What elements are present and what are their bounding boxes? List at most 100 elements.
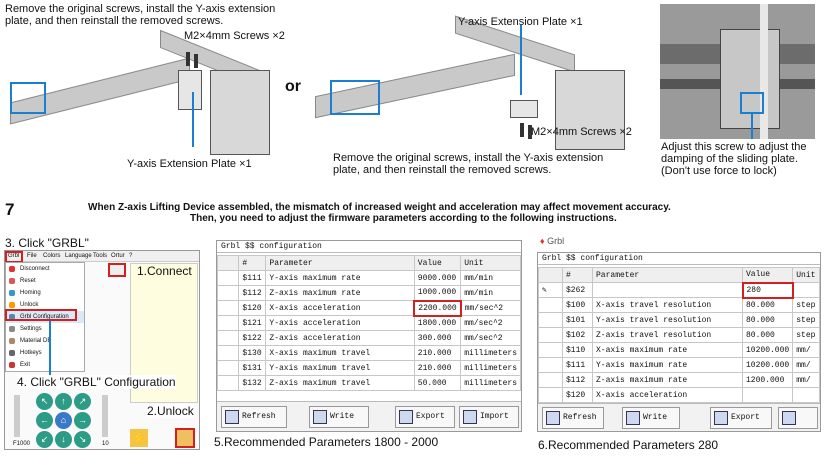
col-header-value: Value [413, 255, 462, 271]
highlight-box [330, 80, 380, 115]
button-bar-1: Refresh Write Export Import [217, 401, 521, 431]
leader-line [192, 92, 194, 147]
top-left-drawing [10, 29, 275, 155]
jog-up-left-button[interactable]: ↖ [36, 393, 53, 410]
menu-item-settings[interactable]: Settings [6, 323, 84, 335]
table-header: # Parameter Value Unit [538, 267, 820, 283]
menu-item-exit[interactable]: Exit [6, 359, 84, 371]
speed-slider[interactable] [14, 395, 20, 437]
leader-line [49, 321, 51, 381]
top-left-screw-label: M2×4mm Screws ×2 [184, 30, 285, 42]
menu-item-hotkeys[interactable]: Hotkeys [6, 347, 84, 359]
jog-down-right-button[interactable]: ↘ [74, 431, 91, 448]
export-icon [714, 411, 728, 425]
menu-grbl[interactable]: Grbl [8, 253, 20, 259]
x-acceleration-value-cell[interactable]: 2200.000 [413, 299, 462, 317]
leader-line [520, 25, 522, 95]
import-button[interactable] [778, 407, 818, 429]
section-line-2: Then, you need to adjust the firmware pa… [190, 213, 617, 224]
menu-ortur[interactable]: Ortur [111, 253, 125, 259]
menu-file[interactable]: File [27, 253, 37, 259]
screw [528, 125, 532, 139]
262-value-cell[interactable]: 280 [741, 281, 794, 299]
section-line-1: When Z-axis Lifting Device assembled, th… [88, 202, 671, 213]
step4-label: 4. Click "GRBL" Configuration [17, 375, 176, 389]
menu-language[interactable]: Language [65, 253, 92, 259]
menu-item-material-db[interactable]: Material DB [6, 335, 84, 347]
speed-label: F1000 [13, 441, 31, 447]
top-middle-instruction: Remove the original screws, install the … [333, 152, 604, 176]
col-header-unit: Unit [792, 267, 820, 283]
step-slider[interactable] [102, 395, 108, 437]
top-middle-screw-label: M2×4mm Screws ×2 [531, 126, 632, 138]
step6-label: 6.Recommended Parameters 280 [538, 438, 719, 452]
jog-panel: ↖ ↑ ↗ ← ⌂ → ↙ ↓ ↘ F1000 10 [10, 391, 125, 449]
col-header-parameter: Parameter [592, 267, 743, 283]
refresh-button[interactable]: Refresh [542, 407, 604, 429]
jog-down-button[interactable]: ↓ [55, 431, 72, 448]
write-button[interactable]: Write [309, 406, 369, 428]
menu-help[interactable]: ? [129, 253, 133, 259]
col-header-value: Value [741, 267, 794, 283]
leader-line [751, 114, 753, 139]
jog-left-button[interactable]: ← [36, 412, 53, 429]
col-header-number: # [238, 255, 267, 271]
menu-item-homing[interactable]: Homing [6, 287, 84, 299]
jog-down-left-button[interactable]: ↙ [36, 431, 53, 448]
extension-plate [510, 100, 538, 118]
unlock-button[interactable] [175, 428, 195, 448]
menu-tools[interactable]: Tools [93, 253, 108, 259]
import-button[interactable]: Import [459, 406, 519, 428]
panel-title: Grbl $$ configuration [538, 253, 820, 265]
rod [760, 4, 768, 139]
menu-item-reset[interactable]: Reset [6, 275, 84, 287]
connect-button[interactable] [108, 263, 126, 277]
jog-home-button[interactable]: ⌂ [55, 412, 72, 429]
top-right-instruction: Adjust this screw to adjust the damping … [661, 141, 807, 177]
menu-colors[interactable]: Colors [43, 253, 61, 259]
col-header-parameter: Parameter [265, 255, 415, 271]
menu-item-unlock[interactable]: Unlock [6, 299, 84, 311]
step2-label: 2.Unlock [147, 404, 194, 418]
import-icon [463, 410, 477, 424]
col-header-number: # [562, 267, 593, 283]
write-button[interactable]: Write [622, 407, 680, 429]
import-icon [782, 411, 796, 425]
grbl-config-panel-1: Grbl $$ configuration # Parameter Value … [216, 240, 522, 432]
export-icon [399, 410, 413, 424]
jog-up-button[interactable]: ↑ [55, 393, 72, 410]
sliding-plate [720, 29, 780, 129]
lightning-icon[interactable]: ⚡ [130, 429, 148, 447]
menu-bar: Grbl File Colors Language Tools Ortur ? [5, 251, 199, 262]
slider-photo [660, 4, 815, 139]
refresh-button[interactable]: Refresh [221, 406, 287, 428]
export-button[interactable]: Export [395, 406, 455, 428]
menu-item-disconnect[interactable]: Disconnect [6, 263, 84, 275]
or-label: or [285, 78, 301, 95]
top-left-instruction: Remove the original screws, install the … [5, 3, 276, 27]
jog-right-button[interactable]: → [74, 412, 91, 429]
step1-label: 1.Connect [137, 264, 192, 278]
refresh-icon [225, 410, 239, 424]
jog-up-right-button[interactable]: ↗ [74, 393, 91, 410]
export-button[interactable]: Export [710, 407, 772, 429]
step-label: 10 [102, 441, 109, 447]
